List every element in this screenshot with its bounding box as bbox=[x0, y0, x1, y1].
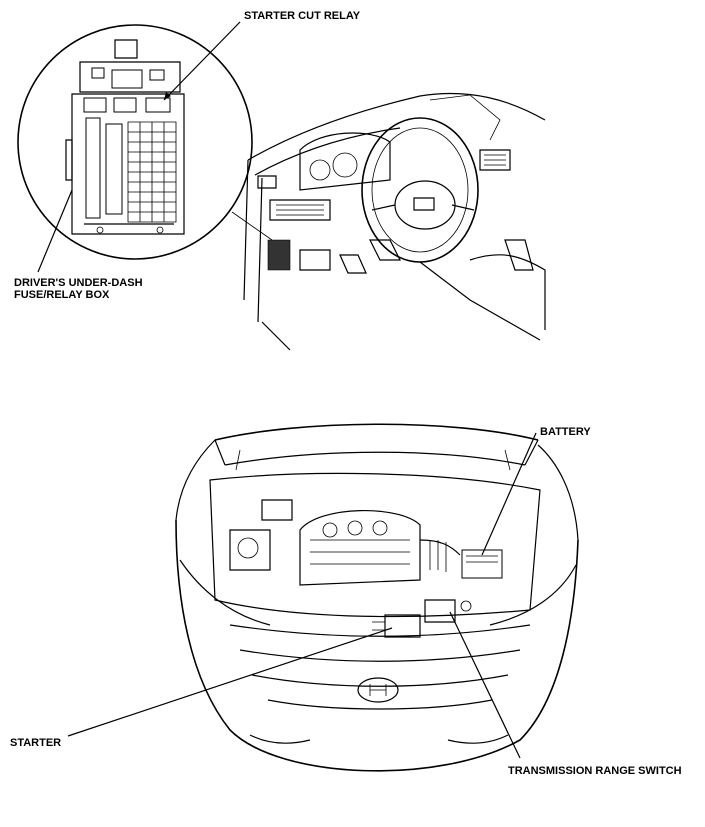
starter bbox=[384, 614, 421, 638]
fuse-grid bbox=[127, 121, 177, 223]
battery-leader bbox=[481, 432, 537, 556]
transmission-range-switch-leader bbox=[449, 611, 521, 759]
fuse-box-leader bbox=[37, 189, 73, 273]
transmission-range-switch bbox=[424, 599, 456, 623]
fuse-box-detail bbox=[17, 24, 253, 260]
starter-cut-relay-leader bbox=[163, 21, 241, 101]
emblem bbox=[357, 677, 399, 703]
starter-cut-relay bbox=[145, 97, 171, 113]
starter-leader bbox=[67, 627, 393, 737]
engine-bay-illustration bbox=[175, 423, 579, 772]
battery-label: BATTERY bbox=[540, 426, 591, 438]
fuse-box-label-line2: FUSE/RELAY BOX bbox=[14, 289, 110, 301]
under-dash-box-marker bbox=[267, 239, 291, 271]
dashboard-illustration bbox=[243, 92, 546, 351]
starter-cut-relay-label: STARTER CUT RELAY bbox=[244, 10, 361, 22]
transmission-range-switch-label: TRANSMISSION RANGE SWITCH bbox=[508, 765, 682, 777]
starter-label: STARTER bbox=[10, 737, 61, 749]
fuse-box-label-line1: DRIVER'S UNDER-DASH bbox=[14, 277, 143, 289]
detail-circle bbox=[17, 24, 253, 260]
